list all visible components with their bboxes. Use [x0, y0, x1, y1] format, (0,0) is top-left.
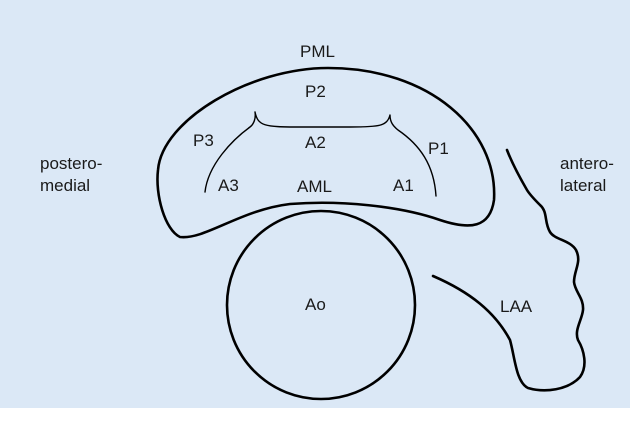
laa-outline [431, 148, 586, 392]
anterolateral-line-1: antero- [560, 154, 614, 173]
label-p3: P3 [193, 131, 214, 150]
label-ao: Ao [305, 295, 326, 314]
posteromedial-line-2: medial [40, 176, 91, 195]
label-aml: AML [297, 177, 332, 196]
posteromedial-line-1: postero- [40, 154, 103, 173]
anterolateral-line-2: lateral [560, 176, 607, 195]
label-p1: P1 [428, 139, 449, 158]
label-a3: A3 [218, 176, 239, 195]
label-a2: A2 [305, 133, 326, 152]
label-p2: P2 [305, 82, 326, 101]
label-a1: A1 [393, 176, 414, 195]
posteromedial-label: postero- medial [40, 153, 102, 197]
coaptation-line [204, 111, 437, 197]
anterolateral-label: antero- lateral [560, 153, 614, 197]
mitral-valve-outline [156, 66, 496, 239]
label-pml: PML [300, 42, 335, 61]
label-laa: LAA [500, 297, 533, 316]
aorta-circle [225, 209, 417, 401]
